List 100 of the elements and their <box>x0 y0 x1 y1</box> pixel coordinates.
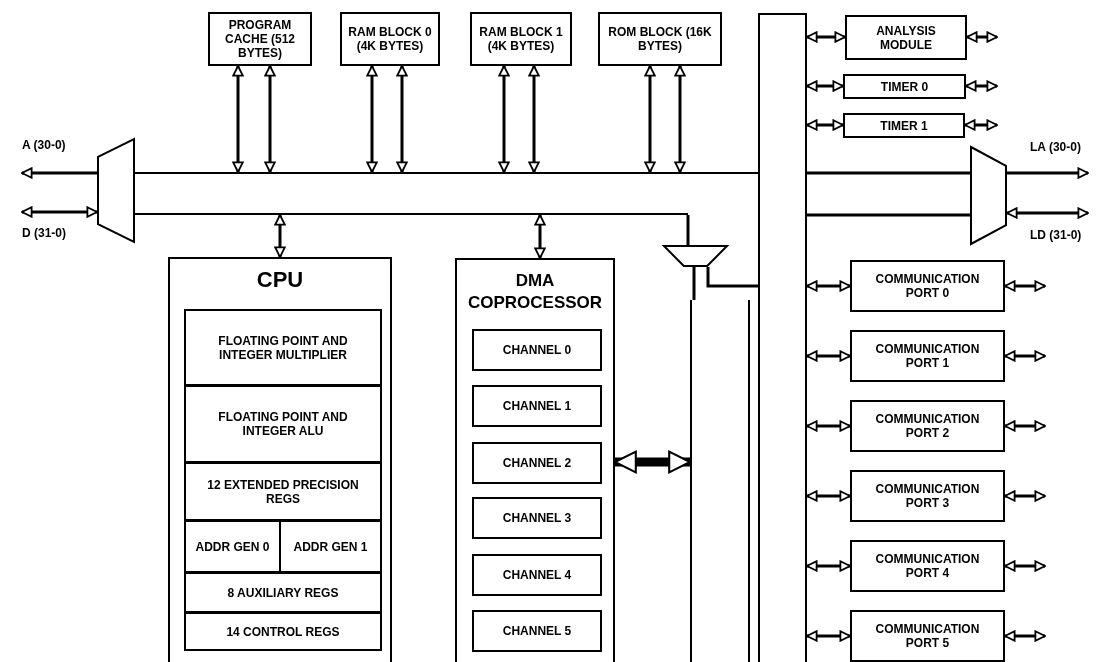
box-label: CHANNEL 2 <box>502 456 572 470</box>
double-arrow <box>806 280 851 292</box>
double-arrow <box>806 420 851 432</box>
bus-line <box>807 171 970 175</box>
memory-box <box>208 12 312 66</box>
block-box <box>850 610 1005 662</box>
block-box <box>850 260 1005 312</box>
double-arrow <box>644 65 656 173</box>
double-arrow <box>806 490 851 502</box>
box-label: COMMUNICATION PORT 5 <box>874 622 981 650</box>
box-label: 12 EXTENDED PRECISION REGS <box>206 477 360 506</box>
box-label: 14 CONTROL REGS <box>226 624 340 639</box>
unit-box <box>184 385 382 463</box>
block-box <box>850 400 1005 452</box>
box-label: CHANNEL 0 <box>502 343 572 357</box>
box-label: CHANNEL 1 <box>502 399 572 413</box>
box-label: FLOATING POINT AND INTEGER ALU <box>217 410 349 438</box>
arrow <box>1007 167 1089 179</box>
unit-box <box>472 610 602 652</box>
double-arrow <box>366 65 378 173</box>
block-title: CPU <box>256 269 304 291</box>
double-arrow <box>806 80 844 92</box>
box-label: TIMER 0 <box>880 79 929 94</box>
module-box <box>845 15 967 60</box>
box-label: CHANNEL 3 <box>502 511 572 525</box>
multiplexer-symbol <box>97 138 135 243</box>
unit-box <box>184 309 382 386</box>
peripheral-bus <box>758 13 807 662</box>
dma-block <box>455 258 615 662</box>
box-label: PROGRAM CACHE (512 BYTES) <box>224 18 296 60</box>
box-label: ANALYSIS MODULE <box>875 23 937 52</box>
double-arrow <box>1004 280 1046 292</box>
double-arrow <box>274 214 286 258</box>
timer-box <box>843 74 966 99</box>
connector-line <box>686 215 690 245</box>
connector-line <box>692 267 696 300</box>
box-label: COMMUNICATION PORT 2 <box>874 412 981 440</box>
edge-label: D (31-0) <box>22 226 66 240</box>
unit-box <box>279 520 382 573</box>
double-arrow <box>1006 207 1089 219</box>
block-box <box>850 470 1005 522</box>
double-arrow <box>1004 420 1046 432</box>
dma-bus <box>690 300 750 662</box>
box-label: COMMUNICATION PORT 4 <box>874 552 981 580</box>
arrow <box>21 167 97 179</box>
cpu-block <box>168 257 392 662</box>
double-arrow <box>21 206 98 218</box>
memory-box <box>470 12 572 66</box>
unit-box <box>472 442 602 484</box>
double-arrow <box>806 350 851 362</box>
box-label: COMMUNICATION PORT 3 <box>874 482 981 510</box>
box-label: COMMUNICATION PORT 0 <box>874 272 981 300</box>
box-label: RAM BLOCK 0 (4K BYTES) <box>348 25 432 53</box>
double-arrow <box>396 65 408 173</box>
unit-box <box>472 554 602 596</box>
box-label: TIMER 1 <box>880 118 928 133</box>
bus-line <box>807 213 970 217</box>
edge-label: LA (30-0) <box>1030 140 1081 154</box>
unit-box <box>184 520 281 573</box>
memory-box <box>340 12 440 66</box>
multiplexer-symbol <box>970 146 1007 245</box>
box-label: COMMUNICATION PORT 1 <box>874 342 981 370</box>
memory-box <box>598 12 722 66</box>
double-arrow <box>966 31 998 43</box>
double-arrow <box>965 80 998 92</box>
box-label: FLOATING POINT AND INTEGER MULTIPLIER <box>217 333 349 362</box>
unit-box <box>184 572 382 613</box>
double-arrow <box>1004 490 1046 502</box>
double-arrow <box>264 65 276 173</box>
double-arrow <box>806 560 851 572</box>
double-arrow <box>1004 630 1046 642</box>
edge-label: LD (31-0) <box>1030 228 1082 242</box>
double-arrow <box>498 65 510 173</box>
double-arrow <box>674 65 686 173</box>
connector-line <box>706 267 758 288</box>
unit-box <box>184 612 382 651</box>
unit-box <box>472 497 602 539</box>
edge-label: A (30-0) <box>22 138 66 152</box>
multiplexer-symbol <box>663 245 728 267</box>
box-label: ADDR GEN 0 <box>195 539 270 554</box>
double-arrow <box>232 65 244 173</box>
box-label: 8 AUXILIARY REGS <box>227 585 339 600</box>
box-label: RAM BLOCK 1 (4K BYTES) <box>478 25 564 53</box>
unit-box <box>472 385 602 427</box>
block-title: DMA COPROCESSOR <box>466 270 604 314</box>
double-arrow <box>806 119 844 131</box>
double-arrow <box>1004 350 1046 362</box>
block-box <box>850 540 1005 592</box>
box-label: CHANNEL 4 <box>502 568 572 582</box>
main-bus <box>135 172 758 215</box>
double-arrow <box>528 65 540 173</box>
box-label: CHANNEL 5 <box>502 624 572 638</box>
unit-box <box>472 329 602 371</box>
double-arrow <box>1004 560 1046 572</box>
double-arrow <box>806 630 851 642</box>
box-label: ROM BLOCK (16K BYTES) <box>607 25 713 53</box>
box-label: ADDR GEN 1 <box>293 539 368 554</box>
unit-box <box>184 462 382 521</box>
block-box <box>850 330 1005 382</box>
timer-box <box>843 113 965 138</box>
